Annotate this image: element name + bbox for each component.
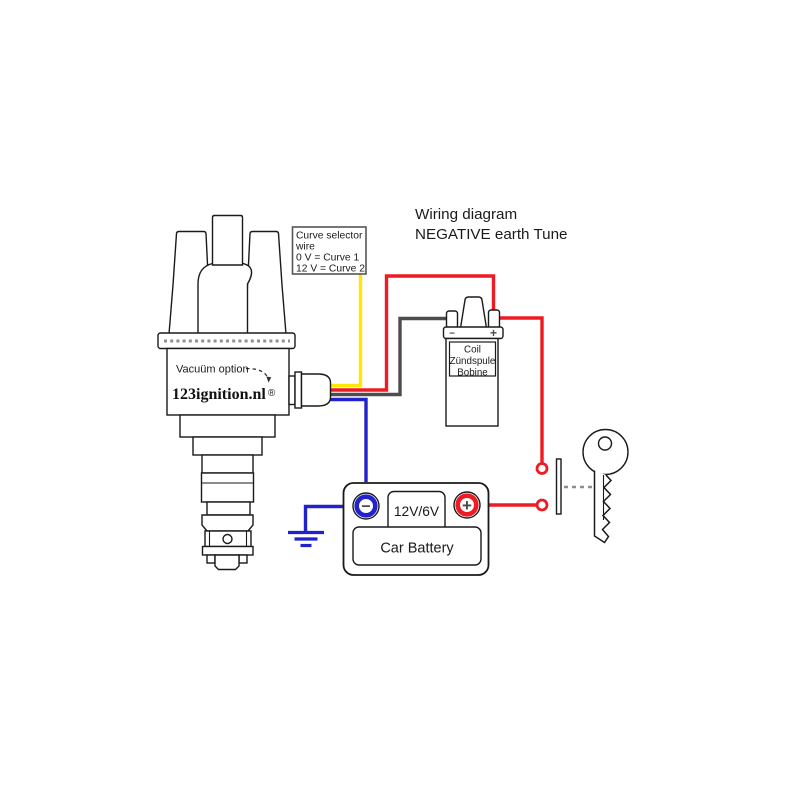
curve-selector-wire <box>329 274 363 388</box>
switch-contact-top <box>535 462 549 475</box>
drive-dog-tab-right <box>238 554 248 564</box>
vacuum-option-label: Vacuüm option <box>176 364 249 376</box>
distributor-body <box>166 347 290 416</box>
shaft-segment <box>201 454 254 474</box>
vacuum-leader-arrowhead <box>266 376 272 383</box>
coil-minus-mark: − <box>449 329 455 340</box>
coil-label-line-1: Coil <box>464 345 481 356</box>
ignition-key <box>582 428 629 544</box>
distributor-to-coil-positive-wire <box>329 274 496 392</box>
wires <box>288 274 544 548</box>
curve-selector-box <box>291 226 367 275</box>
battery-negative-terminal: − <box>352 492 380 520</box>
shaft-pin-hole <box>222 533 233 545</box>
gland-step-1 <box>288 375 296 406</box>
coil-body <box>445 337 499 427</box>
gland-step-2 <box>294 371 303 409</box>
coil-positive-to-ignition-switch-wire <box>497 316 544 463</box>
key-head-hole <box>597 436 613 451</box>
distributor-to-coil-negative-wire <box>329 316 448 397</box>
title-line-1: Wiring diagram <box>415 206 517 223</box>
distributor-cap-center-tower <box>211 214 244 266</box>
ignition-coil: − + Coil Zündspule Bobine <box>442 296 504 427</box>
key-blade <box>593 470 613 544</box>
distributor-cap-right-tower <box>244 230 287 335</box>
shaft-segment <box>179 414 276 438</box>
brand-label: 123ignition.nl <box>172 386 266 403</box>
shaft-segment <box>206 501 251 516</box>
drive-dog-tab-left <box>206 554 216 564</box>
battery-negative-to-ground-wire <box>303 504 355 531</box>
shaft-segment-ribbed <box>200 472 255 503</box>
distributor: ® Vacuüm option 123ignition.nl <box>157 214 332 571</box>
gland-body <box>300 373 332 407</box>
registered-mark: ® <box>268 388 276 399</box>
battery-name-tab <box>352 526 482 566</box>
key-head <box>582 428 629 476</box>
title-line-2: NEGATIVE earth Tune <box>415 226 568 243</box>
distributor-shaft <box>179 414 276 571</box>
coil-label-line-3: Bobine <box>457 368 488 379</box>
terminal-positive-ring <box>455 493 479 517</box>
coil-label-line-2: Zündspule <box>450 356 496 367</box>
shaft-base-collar <box>201 545 254 556</box>
ground-symbol <box>288 530 324 548</box>
coil-label-box <box>448 341 497 377</box>
battery-positive-terminal: + <box>453 491 481 519</box>
curve-selector-line-3: 0 V = Curve 1 <box>296 253 360 264</box>
curve-selector-note: Curve selector wire 0 V = Curve 1 12 V =… <box>291 226 367 275</box>
drive-dog <box>214 554 240 571</box>
coil-terminal-positive-hole <box>492 317 496 321</box>
coil-plus-mark: + <box>490 326 497 340</box>
terminal-negative-ring <box>354 494 378 518</box>
switch-contact-bottom <box>535 498 549 512</box>
battery-name-label: Car Battery <box>380 541 454 557</box>
curve-selector-line-2: wire <box>295 242 315 253</box>
switch-actuator-bar <box>555 458 562 515</box>
distributor-cap-dome <box>197 262 253 335</box>
coil-ht-tower <box>459 296 488 329</box>
battery-minus-mark: − <box>361 499 370 516</box>
diagram-title: Wiring diagram NEGATIVE earth Tune <box>415 206 568 243</box>
battery-voltage-label: 12V/6V <box>394 504 440 519</box>
wire-gland <box>288 371 332 409</box>
curve-selector-line-4: 12 V = Curve 2 <box>296 264 365 275</box>
battery-plus-mark: + <box>462 496 472 515</box>
coil-terminal-negative-hole <box>450 317 454 322</box>
car-battery: 12V/6V Car Battery − + <box>342 482 490 576</box>
shaft-segment-chamfered <box>201 514 254 532</box>
curve-selector-line-1: Curve selector <box>296 231 363 242</box>
shaft-segment <box>192 436 263 456</box>
distributor-to-battery-negative-wire <box>329 397 368 482</box>
ignition-key-switch <box>535 428 629 544</box>
